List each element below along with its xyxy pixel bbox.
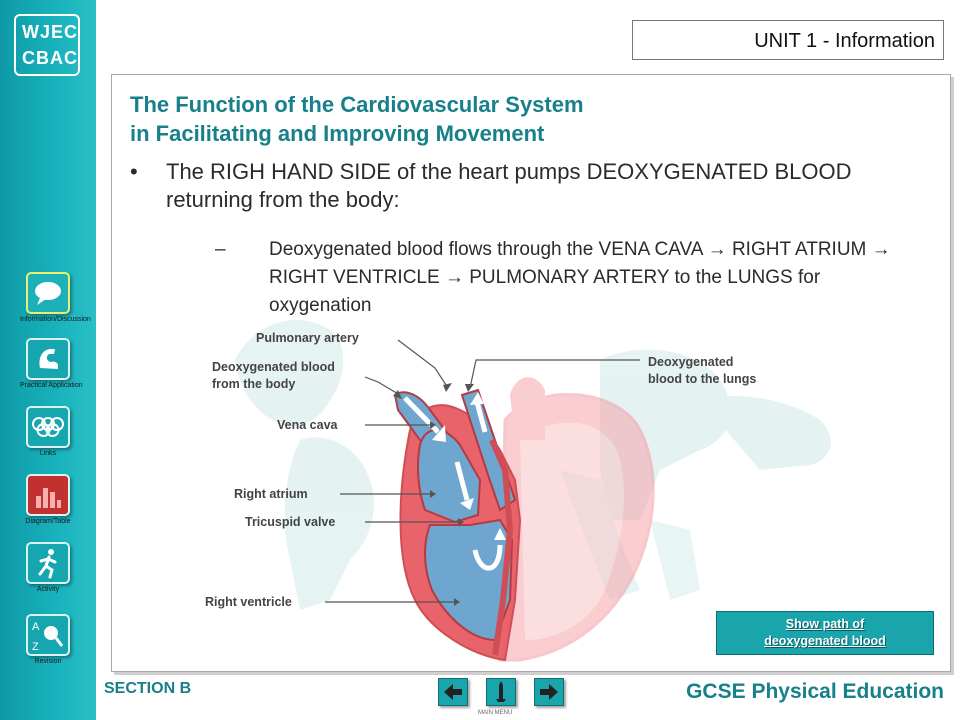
svg-text:A: A	[32, 621, 40, 633]
label-vena-cava: Vena cava	[277, 418, 338, 432]
nav-activity[interactable]: Activity	[20, 542, 76, 593]
unit-title: UNIT 1 - Information	[754, 30, 935, 52]
bar-chart-icon	[26, 474, 70, 516]
main-menu-button[interactable]	[486, 678, 516, 706]
section-label: SECTION B	[104, 680, 192, 697]
bullet-text: The RIGH HAND SIDE of the heart pumps DE…	[166, 159, 852, 212]
arrow-right-icon	[540, 684, 558, 700]
heart-left-side	[498, 377, 655, 662]
svg-text:Z: Z	[32, 641, 39, 653]
label-right-ventricle: Right ventricle	[205, 595, 292, 609]
label-pulmonary-artery: Pulmonary artery	[256, 331, 359, 345]
arm-flex-icon	[26, 338, 70, 380]
heart-right-side	[393, 388, 522, 662]
bullet-icon: •	[130, 159, 138, 184]
nav-label: Information/Discussion	[20, 316, 91, 323]
dash-icon: –	[215, 239, 226, 260]
main-menu-label: MAIN MENU	[478, 710, 513, 716]
label-tricuspid-valve: Tricuspid valve	[245, 515, 336, 529]
next-button[interactable]	[534, 678, 564, 706]
nav-label: Revision	[34, 658, 62, 665]
nav-label: Links	[39, 450, 57, 457]
nav-label: Practical Application	[20, 382, 83, 389]
sidebar: WJEC CBAC Information/Discussion Practic…	[0, 0, 96, 720]
nav-practical-application[interactable]: Practical Application	[20, 338, 83, 389]
torch-icon	[496, 681, 506, 702]
subject-title: GCSE Physical Education	[686, 680, 944, 703]
label-deoxygenated-to-lungs: Deoxygenated blood to the lungs	[648, 355, 757, 386]
show-path-button[interactable]: Show path of deoxygenated blood	[716, 611, 934, 655]
show-path-label-line1: Show path of	[785, 617, 865, 631]
nav-label: Diagram/Table	[25, 518, 71, 525]
olympic-rings-icon	[26, 406, 70, 448]
nav-diagram-table[interactable]: Diagram/Table	[20, 474, 76, 525]
nav-label: Activity	[36, 586, 60, 593]
speech-bubble-icon	[26, 272, 70, 314]
wjec-logo: WJEC CBAC	[14, 14, 80, 76]
label-deoxygenated-from-body: Deoxygenated blood from the body	[212, 360, 335, 391]
arrow-left-icon	[444, 684, 462, 700]
previous-button[interactable]	[438, 678, 468, 706]
label-right-atrium: Right atrium	[234, 487, 308, 501]
running-person-icon	[26, 542, 70, 584]
sub-text: Deoxygenated blood flows through the VEN…	[269, 239, 891, 316]
page-title: The Function of the Cardiovascular Syste…	[130, 92, 584, 146]
nav-information-discussion[interactable]: Information/Discussion	[20, 272, 91, 323]
nav-links[interactable]: Links	[20, 406, 76, 457]
unit-box: UNIT 1 - Information	[632, 20, 944, 60]
leader-lines	[325, 339, 640, 603]
show-path-label-line2: deoxygenated blood	[764, 634, 886, 648]
